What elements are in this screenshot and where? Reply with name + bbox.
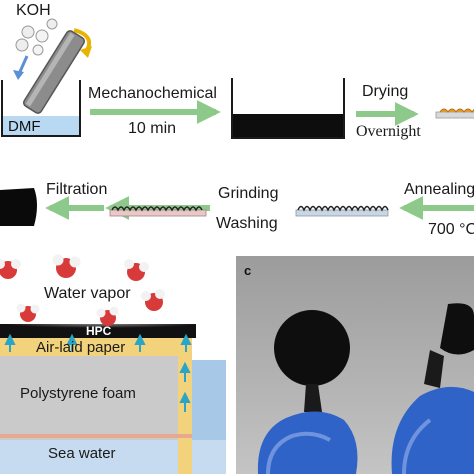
- paper-layer-label: Air-laid paper: [36, 339, 126, 356]
- add-arrow-icon: [17, 55, 29, 75]
- mechanochemical-label: Mechanochemical: [88, 85, 217, 102]
- glove-left: [257, 411, 358, 474]
- glove-right: [391, 386, 474, 474]
- drying-time: Overnight: [356, 123, 421, 140]
- annealed-plate: [295, 205, 389, 217]
- panel-c-label: c: [244, 263, 252, 278]
- pestle-icon: [22, 30, 86, 114]
- drying-label: Drying: [362, 83, 409, 100]
- hpc-disk-sample: [274, 310, 350, 386]
- mechanochemical-time: 10 min: [128, 120, 177, 137]
- annealing-label: Annealing: [404, 181, 474, 198]
- dried-plate: [435, 108, 474, 119]
- filtration-label: Filtration: [46, 181, 108, 198]
- koh-label: KOH: [16, 2, 51, 19]
- hpc-layer-label: HPC: [86, 324, 112, 338]
- water-vapor-label: Water vapor: [44, 285, 131, 302]
- foam-layer-label: Polystyrene foam: [20, 385, 136, 402]
- beaker-slurry: [231, 78, 345, 139]
- annealing-temp: 700 °C: [428, 221, 474, 238]
- filtered-sheet: [0, 188, 37, 226]
- sea-water-label: Sea water: [48, 445, 116, 462]
- ground-plate: [109, 206, 207, 217]
- koh-pellets: [15, 18, 58, 56]
- photo-panel: [236, 256, 474, 474]
- dmf-label: DMF: [8, 118, 41, 135]
- beaker-dmf: [1, 80, 81, 137]
- hpc-bent-sample: [440, 303, 474, 355]
- grinding-label: Grinding: [218, 185, 279, 202]
- tweezers-icon: [304, 384, 322, 412]
- water-molecules: [0, 254, 165, 326]
- device-schematic: [0, 318, 226, 474]
- washing-label: Washing: [216, 215, 278, 232]
